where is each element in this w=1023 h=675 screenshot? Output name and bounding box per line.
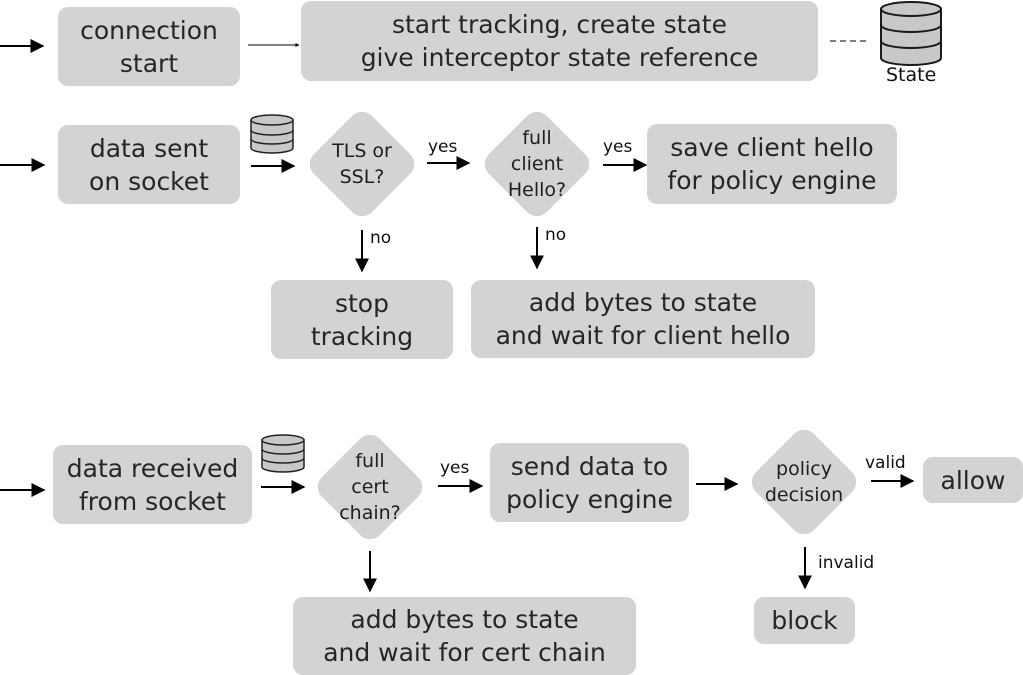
no-label: no — [545, 225, 567, 245]
diamond-full-cert-chain-shape — [317, 434, 423, 540]
database-small-icon — [250, 114, 294, 154]
add-bytes-cert-box: add bytes to state and wait for cert cha… — [293, 597, 636, 675]
block-box: block — [754, 597, 855, 644]
yes-label: yes — [428, 137, 458, 157]
data-received-label: data received from socket — [66, 453, 239, 516]
allow-label: allow — [940, 465, 1006, 495]
yes-label: yes — [603, 137, 633, 157]
diamond-tls-ssl-shape — [309, 111, 415, 217]
full-cert-chain-decision: full cert chain? — [310, 427, 430, 547]
full-client-hello-label: full client Hello? — [507, 127, 567, 201]
diamond-policy-decision-shape — [751, 429, 857, 535]
yes-label: yes — [440, 458, 470, 478]
database-icon — [880, 1, 942, 66]
tls-ssl-decision: TLS or SSL? — [302, 104, 422, 224]
send-policy-box: send data to policy engine — [490, 443, 689, 522]
invalid-label: invalid — [818, 553, 875, 573]
allow-box: allow — [923, 457, 1023, 503]
start-tracking-label: start tracking, create state give interc… — [360, 10, 759, 72]
save-client-hello-label: save client hello for policy engine — [667, 133, 877, 195]
add-bytes-hello-box: add bytes to state and wait for client h… — [471, 280, 815, 358]
policy-decision-label: policy decision — [764, 458, 844, 506]
connection-start-box: connection start — [58, 7, 240, 86]
tls-ssl-label: TLS or SSL? — [332, 140, 392, 188]
no-label: no — [370, 228, 392, 248]
full-cert-chain-label: full cert chain? — [339, 450, 401, 524]
diamond-full-client-hello-shape — [484, 111, 590, 217]
stop-tracking-label: stop tracking — [310, 288, 414, 351]
data-sent-label: data sent on socket — [89, 133, 209, 196]
save-client-hello-box: save client hello for policy engine — [647, 124, 897, 204]
add-bytes-hello-label: add bytes to state and wait for client h… — [495, 288, 791, 350]
valid-label: valid — [865, 453, 906, 473]
database-small-icon — [261, 434, 305, 473]
connection-start-label: connection start — [80, 15, 218, 78]
start-tracking-box: start tracking, create state give interc… — [301, 1, 818, 81]
add-bytes-cert-label: add bytes to state and wait for cert cha… — [323, 605, 606, 667]
block-label: block — [771, 606, 838, 635]
state-label: State — [886, 64, 937, 86]
policy-decision: policy decision — [744, 422, 864, 542]
send-policy-label: send data to policy engine — [506, 451, 673, 514]
full-client-hello-decision: full client Hello? — [477, 104, 597, 224]
data-sent-box: data sent on socket — [58, 125, 240, 204]
data-received-box: data received from socket — [53, 445, 252, 524]
stop-tracking-box: stop tracking — [271, 280, 453, 359]
